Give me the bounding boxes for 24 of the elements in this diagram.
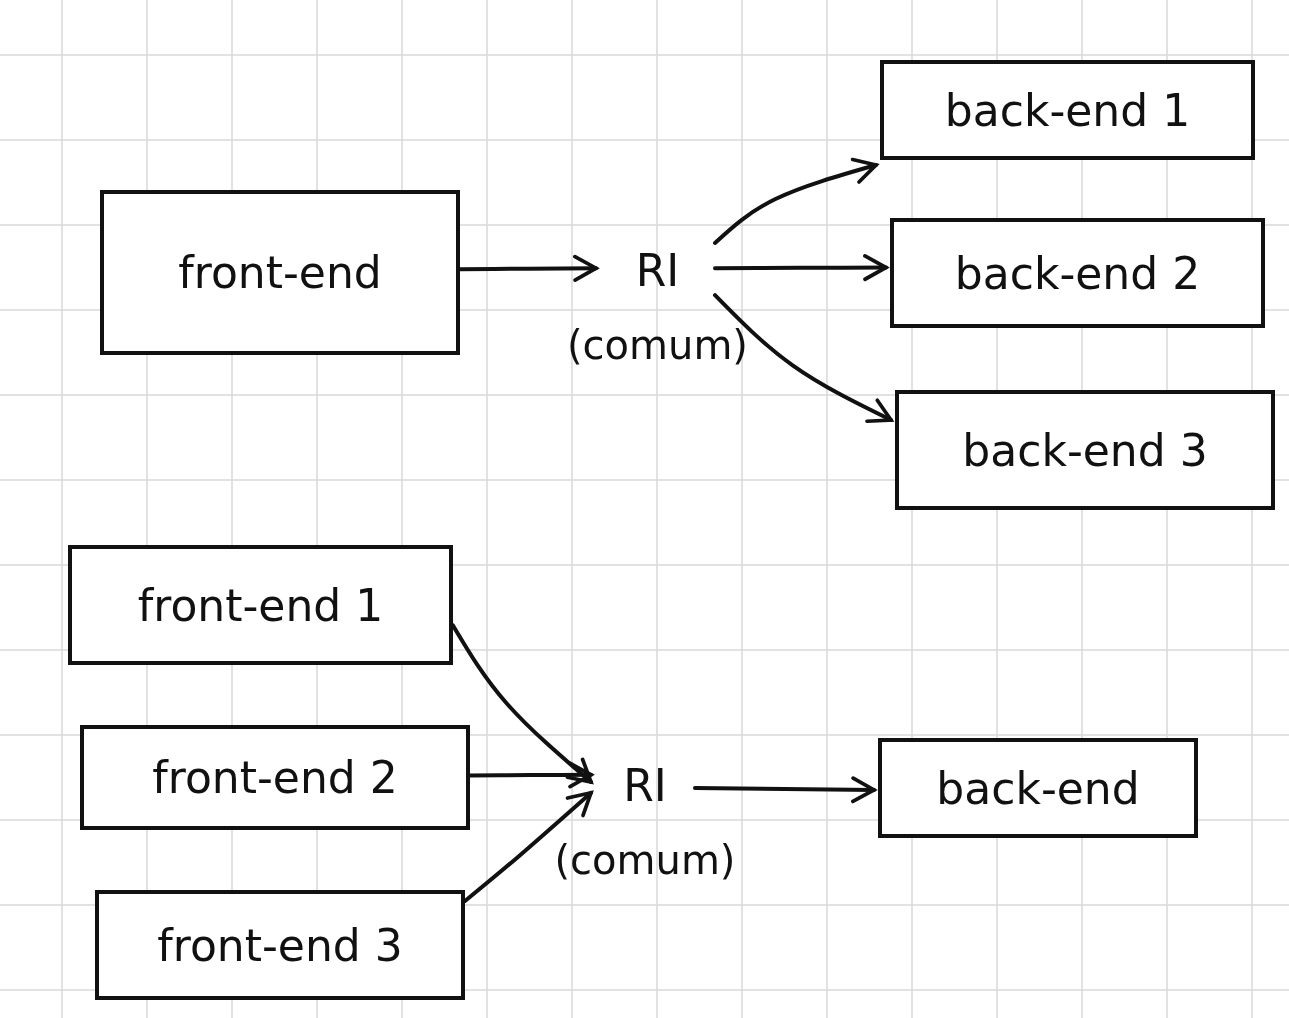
node-label: RI	[635, 244, 680, 296]
box-label: front-end 2	[152, 752, 398, 803]
process-box	[880, 60, 1255, 160]
node-caption: (comum)	[554, 837, 736, 883]
arrow	[713, 157, 878, 245]
process-box	[100, 190, 460, 355]
process-box	[895, 390, 1275, 510]
box-label: back-end 2	[954, 247, 1201, 299]
box-label: back-end 1	[944, 84, 1191, 136]
box-label: back-end 3	[962, 424, 1208, 476]
process-box	[95, 890, 465, 1000]
node-caption: (comum)	[567, 322, 748, 368]
box-label: back-end	[936, 762, 1140, 814]
arrow	[713, 293, 893, 424]
box-label: front-end	[178, 247, 382, 298]
process-box	[68, 545, 453, 665]
process-box	[80, 725, 470, 830]
arrow	[713, 254, 888, 282]
arrow	[693, 776, 876, 804]
box-label: front-end 1	[137, 579, 384, 631]
process-box	[878, 738, 1198, 838]
process-box	[890, 218, 1265, 328]
box-label: front-end 3	[157, 919, 403, 971]
node-label: RI	[623, 759, 667, 811]
